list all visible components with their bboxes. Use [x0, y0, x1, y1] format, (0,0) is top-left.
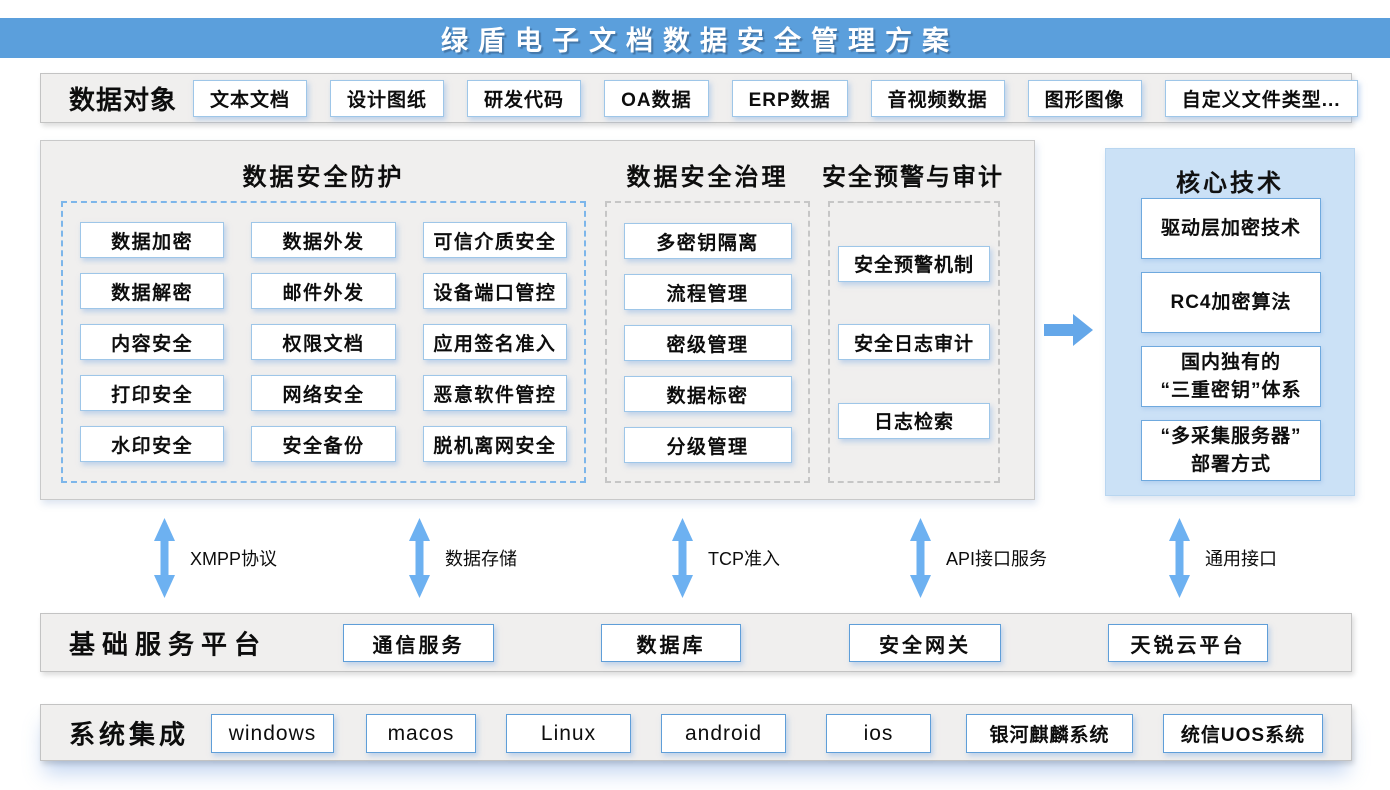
protection-chip: 网络安全	[251, 375, 396, 411]
protection-chip: 恶意软件管控	[422, 375, 567, 411]
protection-chip: 内容安全	[80, 324, 225, 360]
double-arrow-icon	[910, 518, 931, 598]
protection-chip: 水印安全	[80, 426, 225, 462]
connector-storage: 数据存储	[408, 517, 517, 599]
protection-chip: 脱机离网安全	[422, 426, 567, 462]
data-object-chip: 自定义文件类型...	[1164, 79, 1358, 117]
core-tech-title: 核心技术	[1176, 170, 1284, 197]
governance-chip: 数据标密	[623, 376, 792, 412]
double-arrow-icon	[1169, 518, 1190, 598]
data-object-chip: 文本文档	[193, 79, 308, 117]
title-banner: 绿盾电子文档数据安全管理方案	[0, 18, 1390, 58]
governance-chip: 多密钥隔离	[623, 223, 792, 259]
data-object-chip: 研发代码	[467, 79, 582, 117]
protection-chip: 数据解密	[80, 273, 225, 309]
protection-group: 数据加密数据外发可信介质安全数据解密邮件外发设备端口管控内容安全权限文档应用签名…	[61, 201, 586, 483]
capability-panel: 数据安全防护 数据安全治理 安全预警与审计 数据加密数据外发可信介质安全数据解密…	[40, 140, 1035, 500]
protection-chip: 设备端口管控	[422, 273, 567, 309]
system-chip-kylin: 银河麒麟系统	[966, 714, 1133, 753]
governance-chip: 密级管理	[623, 325, 792, 361]
protection-chip: 安全备份	[251, 426, 396, 462]
protection-chip: 可信介质安全	[422, 222, 567, 258]
connector-label: 数据存储	[445, 549, 517, 569]
data-object-chip: 音视频数据	[870, 79, 1005, 117]
connector-label: API接口服务	[946, 549, 1048, 569]
audit-title: 安全预警与审计	[822, 164, 1004, 191]
audit-chip: 安全日志审计	[838, 324, 990, 360]
double-arrow-icon	[672, 518, 693, 598]
audit-chip: 日志检索	[838, 402, 990, 439]
platform-row: 基础服务平台 通信服务 数据库 安全网关 天锐云平台	[40, 613, 1352, 672]
protection-chip: 数据外发	[251, 222, 396, 258]
systems-row: 系统集成 windows macos Linux android ios 银河麒…	[40, 704, 1352, 761]
governance-group: 多密钥隔离流程管理密级管理数据标密分级管理	[605, 201, 810, 483]
platform-chip-database: 数据库	[601, 624, 741, 662]
system-chip-android: android	[661, 714, 786, 753]
core-tech-chip: RC4加密算法	[1141, 272, 1321, 333]
system-chip-windows: windows	[211, 714, 334, 753]
core-tech-chip: “多采集服务器” 部署方式	[1141, 420, 1321, 481]
connector-label: TCP准入	[708, 549, 780, 569]
connector-xmpp: XMPP协议	[153, 517, 277, 599]
platform-chip-gateway: 安全网关	[849, 624, 1001, 662]
governance-chip: 分级管理	[623, 427, 792, 463]
data-objects-label: 数据对象	[69, 84, 178, 115]
system-chip-linux: Linux	[506, 714, 631, 753]
governance-title: 数据安全治理	[626, 164, 789, 191]
connector-tcp: TCP准入	[671, 517, 780, 599]
core-tech-chip: 国内独有的 “三重密钥”体系	[1141, 346, 1321, 407]
arrow-right-icon	[1044, 314, 1093, 346]
data-object-chip: ERP数据	[731, 79, 848, 117]
system-chip-uos: 统信UOS系统	[1163, 714, 1323, 753]
data-objects-items: 文本文档设计图纸研发代码 OA数据 ERP数据音视频数据图形图像自定义文件类型...	[193, 79, 1358, 117]
page-title: 绿盾电子文档数据安全管理方案	[441, 25, 959, 56]
system-chip-macos: macos	[366, 714, 476, 753]
protection-chip: 应用签名准入	[422, 324, 567, 360]
double-arrow-icon	[409, 518, 430, 598]
connector-label: 通用接口	[1205, 549, 1277, 569]
protection-chip: 数据加密	[80, 222, 225, 258]
platform-chip-communication: 通信服务	[343, 624, 494, 662]
connector-api: API接口服务	[909, 517, 1047, 599]
audit-group: 安全预警机制安全日志审计日志检索	[828, 201, 1000, 483]
protection-title: 数据安全防护	[242, 164, 405, 191]
double-arrow-icon	[154, 518, 175, 598]
connector-generic-interface: 通用接口	[1168, 517, 1277, 599]
audit-chip: 安全预警机制	[838, 245, 990, 282]
platform-chip-cloud: 天锐云平台	[1108, 624, 1268, 662]
platform-label: 基础服务平台	[69, 629, 268, 659]
protection-chip: 邮件外发	[251, 273, 396, 309]
data-object-chip: 图形图像	[1027, 79, 1142, 117]
systems-label: 系统集成	[69, 719, 190, 749]
core-tech-items: 驱动层加密技术 RC4加密算法国内独有的 “三重密钥”体系 “多采集服务器” 部署方…	[1141, 198, 1321, 481]
data-objects-row: 数据对象 文本文档设计图纸研发代码 OA数据 ERP数据音视频数据图形图像自定义文件…	[40, 73, 1358, 123]
data-object-chip: 设计图纸	[330, 79, 445, 117]
connector-label: XMPP协议	[190, 549, 278, 569]
protection-chip: 打印安全	[80, 375, 225, 411]
core-tech-panel: 核心技术 驱动层加密技术 RC4加密算法国内独有的 “三重密钥”体系 “多采集服务器…	[1105, 148, 1355, 496]
governance-chip: 流程管理	[623, 274, 792, 310]
system-chip-ios: ios	[826, 714, 931, 753]
data-object-chip: OA数据	[604, 79, 709, 117]
protection-chip: 权限文档	[251, 324, 396, 360]
core-tech-chip: 驱动层加密技术	[1141, 198, 1321, 259]
